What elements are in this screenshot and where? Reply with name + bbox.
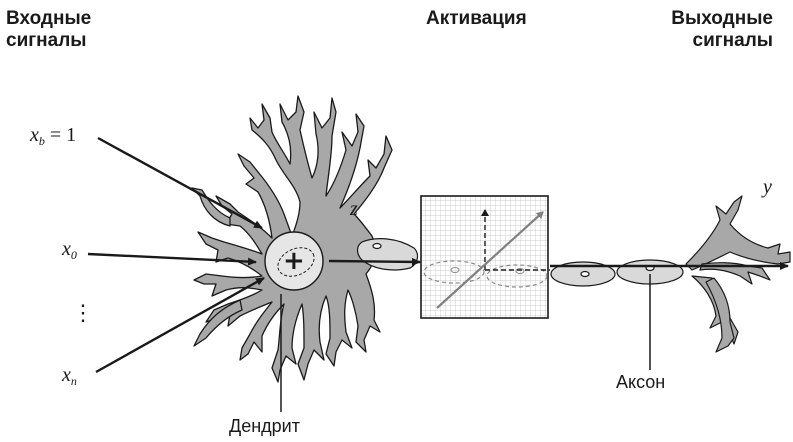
last-input-label: xn xyxy=(62,364,77,389)
bias-input-label: xb = 1 xyxy=(30,124,76,149)
last-input-arrow xyxy=(96,278,264,372)
axon-myelin-sheaths xyxy=(551,260,683,286)
bias-var: x xyxy=(30,124,39,146)
soma-to-activation-arrow xyxy=(329,261,420,262)
dendrite-label: Дендрит xyxy=(229,416,300,437)
bias-sub: b xyxy=(39,134,45,148)
sum-symbol: + xyxy=(283,246,305,276)
first-input-label: x0 xyxy=(62,238,77,263)
axon-terminals xyxy=(686,196,790,352)
z-label: z xyxy=(350,198,358,221)
axon-label: Аксон xyxy=(616,372,665,393)
first-sub: 0 xyxy=(71,248,77,262)
bias-input-arrow xyxy=(98,138,262,228)
y-label: y xyxy=(763,176,772,199)
last-var: x xyxy=(62,364,71,386)
first-var: x xyxy=(62,238,71,260)
last-sub: n xyxy=(71,374,77,388)
activation-plot xyxy=(421,196,550,318)
bias-eq: = 1 xyxy=(50,124,76,146)
inputs-ellipsis: ⋮ xyxy=(72,300,94,326)
